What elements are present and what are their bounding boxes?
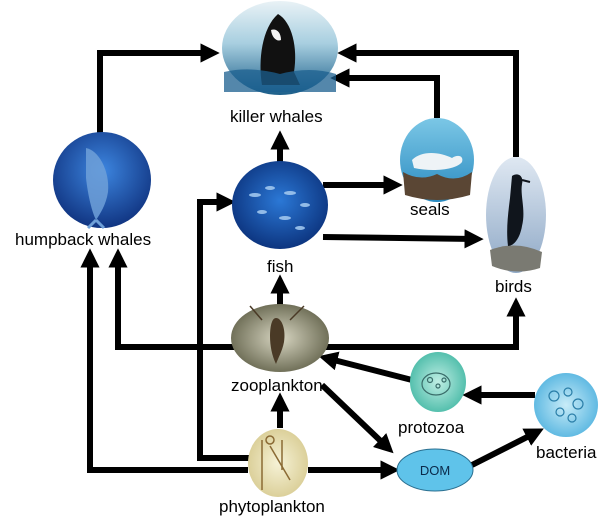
arrow-zooplankton-to-humpback <box>118 256 235 347</box>
arrow-fish-to-birds <box>323 237 476 239</box>
label-seals: seals <box>410 201 450 218</box>
arrow-zooplankton-to-birds <box>320 305 516 347</box>
arrow-seals-to-killer-whales <box>338 78 437 118</box>
birds-node <box>486 157 546 273</box>
phytoplankton-node <box>248 429 308 497</box>
dom-label: DOM <box>420 463 450 478</box>
label-birds: birds <box>495 278 532 295</box>
zooplankton-node <box>231 304 329 372</box>
label-phytoplankton: phytoplankton <box>219 498 325 515</box>
bacteria-node <box>534 373 598 437</box>
label-zooplankton: zooplankton <box>231 377 323 394</box>
arrow-dom-to-bacteria <box>472 432 537 465</box>
killer-whales-node <box>222 1 338 95</box>
arrow-protozoa-to-zooplankton <box>326 358 412 380</box>
label-fish: fish <box>267 258 293 275</box>
arrow-humpback-to-killer-whales <box>100 53 212 133</box>
humpback-whales-node <box>53 132 151 228</box>
seals-node <box>400 118 474 202</box>
label-killer-whales: killer whales <box>230 108 323 125</box>
fish-node <box>232 161 328 249</box>
arrow-zooplankton-to-dom <box>322 385 388 448</box>
arrow-phytoplankton-to-humpback <box>90 256 248 470</box>
label-protozoa: protozoa <box>398 419 464 436</box>
dom-node: DOM <box>397 449 473 491</box>
protozoa-node <box>410 352 466 412</box>
label-humpback-whales: humpback whales <box>15 231 151 248</box>
label-bacteria: bacteria <box>536 444 596 461</box>
